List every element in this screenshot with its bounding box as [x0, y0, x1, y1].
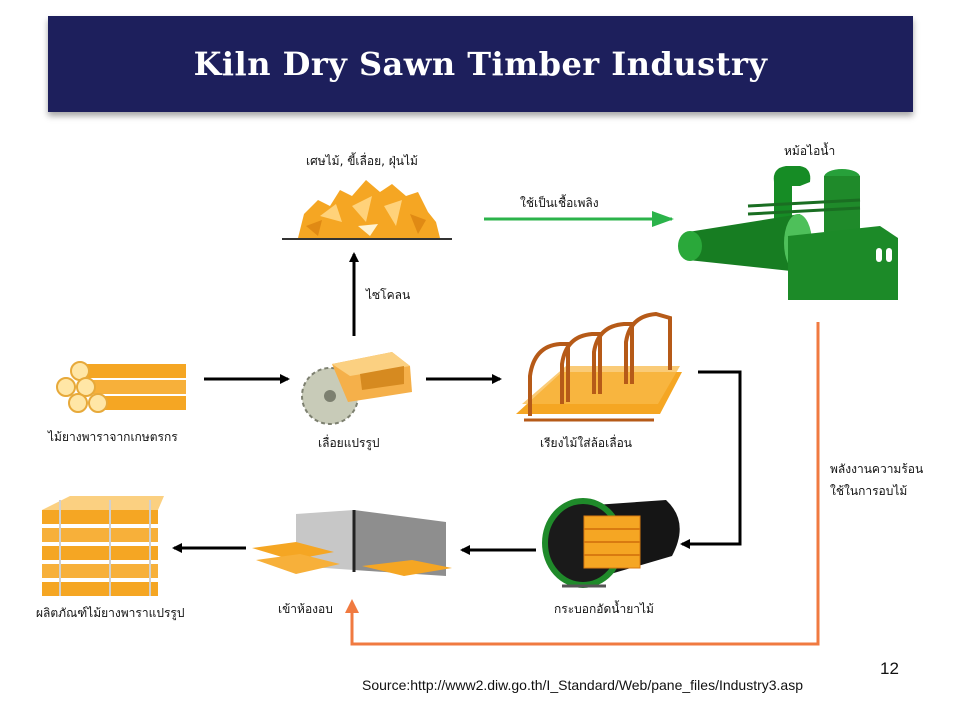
circular-saw-icon [301, 352, 412, 425]
wood-chips-icon [282, 180, 452, 240]
treatment-label: กระบอกอัดน้ำยาไม้ [554, 602, 654, 616]
page-title: Kiln Dry Sawn Timber Industry [193, 45, 768, 83]
title-bar: Kiln Dry Sawn Timber Industry [48, 16, 913, 112]
product-label: ผลิตภัณฑ์ไม้ยางพาราแปรรูป [36, 606, 185, 620]
boiler-icon [678, 166, 898, 300]
sawmill-label: เลื่อยแปรรูป [318, 436, 380, 450]
source-citation: Source:http://www2.diw.go.th/I_Standard/… [362, 677, 803, 693]
fuel-label: ใช้เป็นเชื้อเพลิง [520, 196, 599, 210]
waste-label: เศษไม้, ขี้เลื่อย, ฝุ่นไม้ [306, 154, 418, 168]
kiln-chamber-icon [252, 510, 452, 576]
lumber-stack-icon [42, 496, 164, 596]
arrow-cart-to-cylinder [680, 370, 742, 549]
page-number: 12 [880, 659, 899, 678]
heat-label-line2: ใช้ในการอบไม้ [830, 484, 908, 498]
raw-logs-label: ไม้ยางพาราจากเกษตรกร [48, 430, 178, 444]
lumber-cart-icon [516, 311, 682, 422]
pressure-cylinder-icon [542, 498, 680, 588]
kiln-label: เข้าห้องอบ [278, 602, 333, 616]
arrow-heat [345, 322, 820, 646]
log-bundle-icon [56, 361, 186, 413]
heat-label-line1: พลังงานความร้อน [830, 462, 924, 476]
boiler-label: หม้อไอน้ำ [784, 144, 836, 158]
stacking-label: เรียงไม้ใส่ล้อเลื่อน [540, 436, 632, 450]
cyclone-label: ไซโคลน [366, 288, 411, 302]
